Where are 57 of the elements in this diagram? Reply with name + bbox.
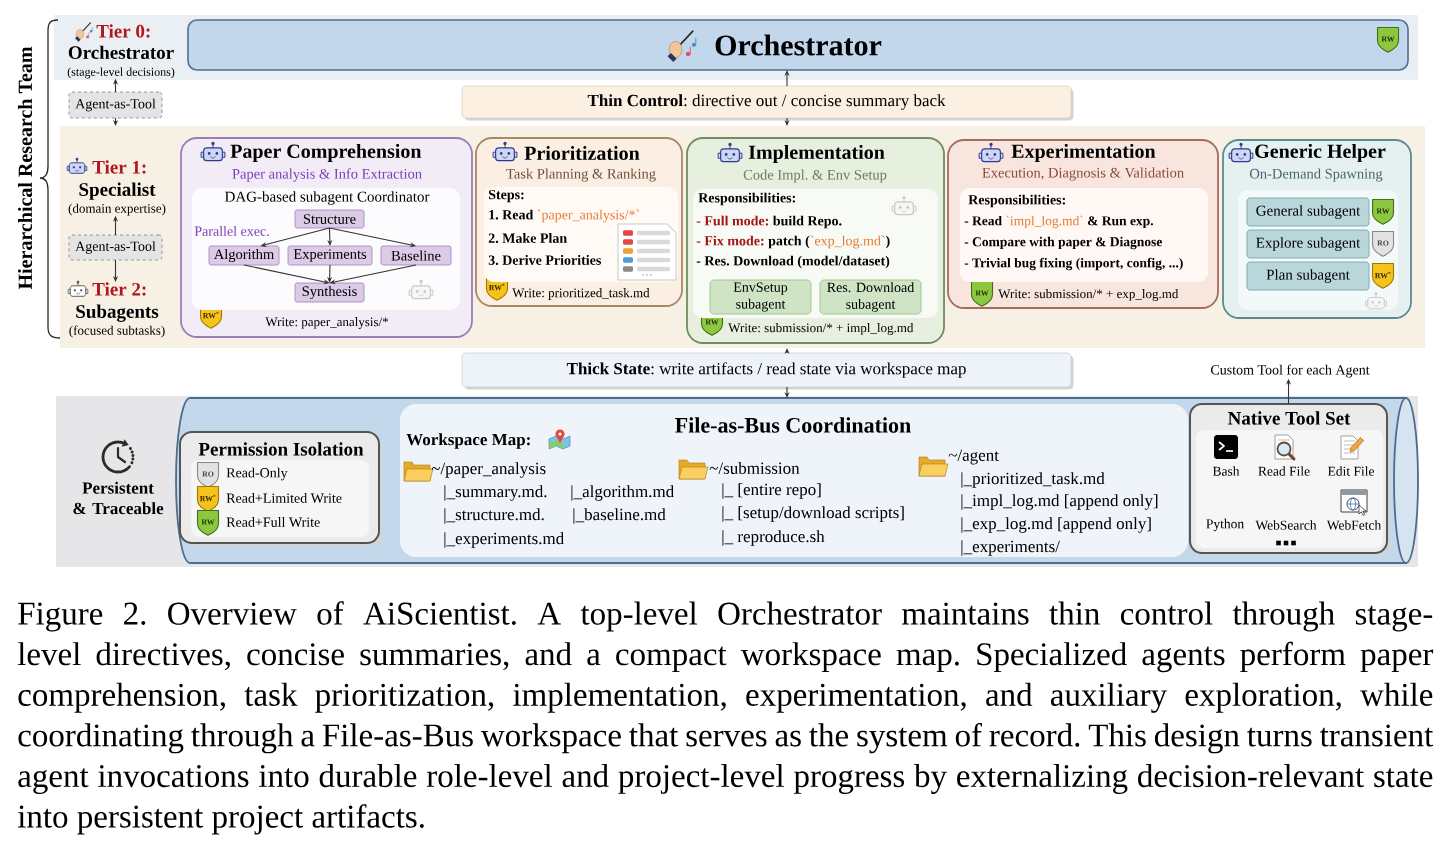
dashed-tag: Agent-as-Tool [68, 234, 163, 261]
card-title: Prioritization [524, 145, 640, 161]
card-subtitle: On-Demand Spawning [1249, 168, 1383, 182]
tier-heading: Tier 1: [92, 160, 146, 174]
figure-caption: Figure 2. Overview of AiScientist. A top-level Orchestrator maintains thin control through stage-level directives, concise summaries, and a compact workspace map. Specialized agents perform paper comprehension, task prioritization, implementation, experimentation, and auxiliary exploration, while coordinating through a File-as-Bus workspace that serves as the system of record. This design turns transient agent invocations into durable role-level and project-level progress by externalizing decision-relevant state into persistent project artifacts. [17, 601, 1434, 835]
list-heading: Responsibilities: [698, 192, 795, 206]
card-subtitle: Code Impl. & Env Setup [743, 169, 887, 183]
card-subtitle: Execution, Diagnosis & Validation [982, 167, 1184, 181]
node-label: `exp_log.md` [810, 235, 885, 249]
list-item: - Res. Download (model/dataset) [696, 255, 890, 269]
write-note: Write: submission/* + exp_log.md [998, 289, 1179, 301]
subagent-box: Algorithm [208, 245, 280, 266]
panel-heading: DAG-based subagent Coordinator [224, 191, 430, 205]
tier-label: Specialist (domain expertise) [68, 182, 166, 216]
dashed-tag: Agent-as-Tool [68, 91, 163, 119]
list-item: 1. Read `paper_analysis/*` [489, 209, 640, 223]
list-item: 3. Derive Priorities [488, 255, 601, 265]
card-title: Implementation [748, 144, 885, 164]
card-title: Experimentation [1011, 143, 1156, 163]
band-label: Persistent & Traceable [73, 481, 164, 515]
banner-box: Thin Control: directive out / concise summary back [461, 85, 1074, 121]
tier-label: Subagents (focused subtasks) [69, 304, 165, 338]
side-label: Hierarchical Research Team [17, 46, 33, 290]
write-note: Write: prioritized_task.md [512, 288, 650, 300]
tier-label: Orchestrator (stage-level decisions) [67, 45, 175, 79]
annotation-text: Custom Tool for each Agent [1211, 364, 1370, 378]
subagent-box: Baseline [380, 245, 452, 266]
tier-heading: Tier 0: [96, 24, 150, 38]
annotation-text: Parallel exec. [194, 226, 269, 236]
list-item: - Fix mode: patch (`exp_log.md`) [696, 235, 890, 249]
list-item: 2. Make Plan [488, 233, 567, 243]
list-item: - Read `impl_log.md` & Run exp. [964, 215, 1153, 229]
list-item: - Full mode: build Repo. [696, 215, 842, 229]
list-heading: Steps: [488, 189, 524, 203]
subagent-box: General subagent [1246, 197, 1370, 227]
subagent-box: Structure [294, 209, 365, 229]
banner-box: Thick State: write artifacts / read state via workspace map [461, 352, 1074, 390]
write-note: Write: submission/* + impl_log.md [728, 323, 914, 335]
subagent-box: Explore subagent [1246, 229, 1370, 259]
subagent-box: Plan subagent [1246, 261, 1370, 291]
card-title: Generic Helper [1255, 143, 1386, 163]
subagent-box: Res. Download subagent [819, 279, 922, 315]
arrow [327, 264, 333, 283]
list-item: - Compare with paper & Diagnose [964, 236, 1162, 250]
list-item: - Trivial bug fixing (import, config, ...) [964, 257, 1183, 271]
subagent-box: EnvSetup subagent [709, 279, 812, 315]
node-label: ) [886, 235, 890, 249]
card-subtitle: Paper analysis & Info Extraction [232, 168, 422, 182]
tier-heading: Tier 2: [92, 282, 146, 296]
subagent-box: Synthesis [294, 282, 365, 303]
write-note: Write: paper_analysis/* [265, 317, 389, 329]
card-title: Paper Comprehension [230, 143, 422, 163]
subagent-box: Experiments [287, 245, 373, 266]
node-label: - Fix mode: [696, 235, 764, 246]
node-label: patch ( [768, 235, 810, 249]
list-heading: Responsibilities: [968, 194, 1065, 208]
card-subtitle: Task Planning & Ranking [506, 168, 656, 182]
